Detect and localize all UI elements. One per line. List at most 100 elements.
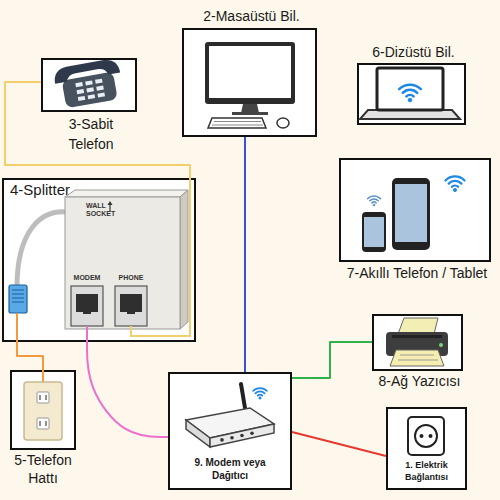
- printer-icon: [398, 360, 438, 361]
- splitter-device-icon: [16, 313, 18, 342]
- phone-tablet-icon: [392, 178, 430, 250]
- desktop-computer-icon: [232, 112, 268, 115]
- laptop-icon: [360, 110, 460, 119]
- cable-line: [292, 432, 386, 456]
- landline-phone-icon: [85, 80, 93, 85]
- splitter-device-icon: [65, 197, 180, 329]
- router-icon: [186, 420, 210, 447]
- splitter-device-icon: [71, 286, 103, 326]
- splitter-device-icon: [86, 326, 88, 342]
- splitter-device-icon: [83, 310, 91, 314]
- power-box: 1. Elektrik Bağlantısı: [386, 407, 467, 490]
- landline-phone-icon: [53, 58, 121, 84]
- wall-outlet-icon: [45, 395, 46, 400]
- node-label: 8-Ağ Yazıcısı: [349, 373, 490, 391]
- phone-tablet-icon: [395, 184, 427, 242]
- printer-icon: [400, 355, 434, 356]
- printer-icon: [392, 335, 442, 338]
- phone-tablet-icon: [445, 176, 464, 191]
- node-label: 6-Dizüstü Bil.: [349, 44, 478, 62]
- power-socket-icon: [408, 417, 444, 455]
- landline-phone-icon: [62, 72, 118, 109]
- wall-outlet-icon: [42, 370, 44, 382]
- router-icon: [220, 438, 224, 442]
- splitter-device-icon: [12, 290, 24, 291]
- splitter-device-icon: [127, 310, 135, 314]
- node-label: 5-Telefon Hattı: [3, 451, 83, 487]
- desktop-computer-icon: [212, 125, 263, 126]
- cable-line: [87, 342, 168, 437]
- printer-icon: [390, 350, 444, 366]
- router-box: 9. Modem veya Dağıtıcı: [168, 372, 292, 490]
- wall-outlet-icon: [37, 392, 49, 403]
- landline-phone-icon: [86, 87, 94, 92]
- power-socket-icon: [415, 425, 437, 447]
- node-label: 9. Modem veya Dağıtıcı: [185, 456, 275, 482]
- landline-phone-icon: [75, 82, 83, 87]
- wall-outlet-icon: [24, 370, 62, 440]
- printer-icon: [439, 343, 443, 347]
- router-icon: [241, 384, 246, 414]
- node-label: 3-Sabit Telefon: [56, 115, 126, 154]
- cable-line: [244, 137, 246, 372]
- wall-outlet-icon: [45, 421, 46, 426]
- desktop-computer-icon: [241, 104, 259, 113]
- landline-phone-icon: [88, 94, 96, 99]
- splitter-box: 4-Splitter: [2, 178, 196, 342]
- node-label: 2-Masaüstü Bil.: [174, 8, 329, 26]
- device-box: 8-Ağ Yazıcısı: [372, 314, 463, 371]
- splitter-device-icon: [108, 201, 113, 205]
- node-label: 1. Elektrik Bağlantısı: [393, 460, 460, 483]
- printer-icon: [386, 332, 448, 356]
- splitter-device-icon: [12, 302, 24, 303]
- node-label: 7-Akıllı Telefon / Tablet: [316, 265, 500, 283]
- phone-tablet-icon: [368, 196, 381, 206]
- laptop-icon: [360, 68, 460, 119]
- wall-outlet-icon: [39, 421, 40, 426]
- splitter-device-icon: [12, 294, 24, 295]
- outlet-box: 5-Telefon Hattı: [10, 370, 76, 450]
- computer-box: 6-Dizüstü Bil.: [357, 63, 466, 125]
- cable-line: [17, 342, 43, 370]
- splitter-device-icon: [17, 212, 66, 287]
- computer-box: 2-Masaüstü Bil.: [182, 28, 317, 137]
- wall-outlet-icon: [39, 395, 40, 400]
- desktop-computer-icon: [205, 42, 295, 128]
- device-box: 7-Akıllı Telefon / Tablet: [339, 158, 491, 262]
- wall-outlet-icon: [37, 418, 49, 429]
- splitter-device-icon: [65, 190, 188, 197]
- router-icon: [250, 432, 254, 436]
- power-socket-icon: [420, 434, 424, 438]
- splitter-device-icon: [180, 190, 188, 329]
- splitter-device-icon: [131, 178, 190, 336]
- splitter-device-icon: [9, 285, 27, 313]
- router-icon: [186, 408, 274, 438]
- splitter-device-icon: [120, 294, 142, 312]
- printer-icon: [398, 318, 438, 334]
- splitter-device-icon: [76, 294, 98, 312]
- power-socket-icon: [429, 434, 433, 438]
- landline-phone-icon: [78, 96, 86, 101]
- splitter-device-icon: [115, 286, 147, 326]
- router-icon: [253, 388, 267, 399]
- wall-outlet-icon: [24, 382, 62, 440]
- laptop-icon: [399, 85, 421, 102]
- desktop-computer-icon: [209, 46, 291, 98]
- router-icon: [230, 436, 234, 440]
- landline-phone-icon: [77, 89, 85, 94]
- node-label: 4-Splitter: [10, 181, 130, 200]
- power-socket-icon: [408, 417, 444, 455]
- phone-tablet-icon: [362, 176, 465, 252]
- device-box: 3-Sabit Telefon: [41, 58, 137, 112]
- cable-line: [5, 82, 190, 178]
- router-icon: [210, 424, 274, 447]
- landline-phone-icon: [53, 58, 125, 110]
- landline-phone-icon: [96, 86, 104, 91]
- landline-phone-icon: [97, 92, 105, 97]
- splitter-device-icon: [109, 203, 110, 212]
- phone-tablet-icon: [362, 212, 386, 252]
- desktop-computer-icon: [214, 121, 261, 122]
- desktop-computer-icon: [208, 118, 266, 128]
- landline-phone-icon: [95, 79, 103, 84]
